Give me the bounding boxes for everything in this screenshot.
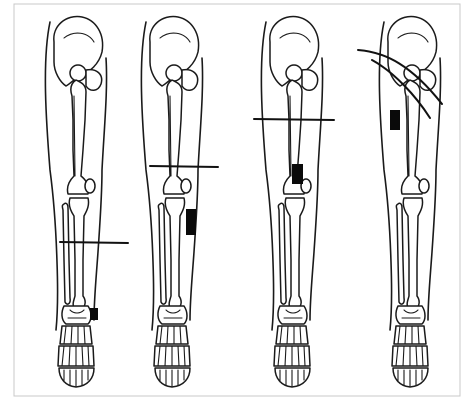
panel-4-hip xyxy=(358,17,442,387)
lesion-marker xyxy=(90,308,98,320)
panel-2-knee xyxy=(141,17,218,387)
lesion-marker xyxy=(292,164,303,184)
amputation-level-line xyxy=(254,119,334,120)
panel-1-distal-leg xyxy=(45,17,128,387)
panel-3-mid-thigh xyxy=(254,17,334,387)
lesion-marker xyxy=(186,209,196,235)
amputation-level-line xyxy=(150,166,218,167)
lesion-marker xyxy=(390,110,400,130)
amputation-level-line xyxy=(60,242,128,243)
